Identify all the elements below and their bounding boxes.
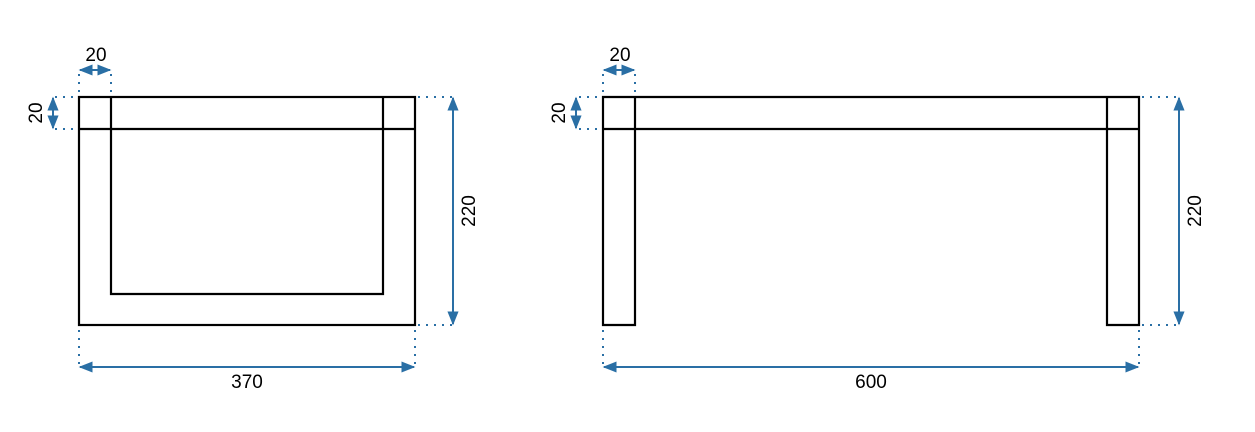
right-view: 20 20 220 600 — [549, 45, 1206, 393]
left-outer-frame — [77, 95, 417, 327]
right-width-label: 600 — [855, 372, 887, 393]
left-band-height-label: 20 — [26, 102, 47, 123]
right-height-label: 220 — [1185, 195, 1206, 227]
left-inner-u — [109, 97, 385, 296]
left-width-label: 370 — [231, 372, 263, 393]
right-band-height-label: 20 — [549, 102, 570, 123]
right-frame-outline — [601, 95, 1141, 327]
left-height-label: 220 — [459, 195, 480, 227]
left-post-width-label: 20 — [85, 45, 106, 66]
left-view: 20 20 220 370 — [26, 45, 480, 393]
right-post-width-label: 20 — [609, 45, 630, 66]
